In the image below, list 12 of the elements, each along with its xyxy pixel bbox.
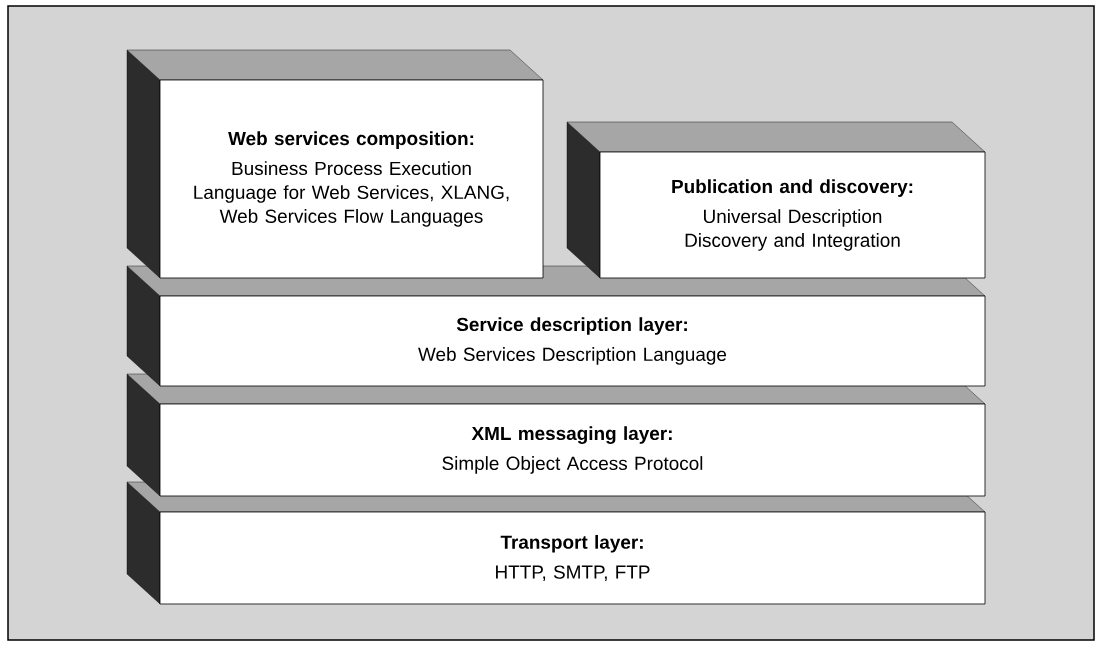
layer-description: Universal Description Discovery and Integration	[685, 209, 900, 251]
layer-description: Business Process Execution Language for Web Services, XLANG, Web Services Flow Languages	[194, 161, 509, 227]
layer-heading: Service description layer:	[456, 317, 687, 335]
layer-block	[126, 49, 544, 279]
layer-block	[566, 121, 986, 279]
layer-description: HTTP, SMTP, FTP	[496, 565, 650, 581]
layer-heading: XML messaging layer:	[471, 426, 672, 444]
layer-heading: Web services composition:	[228, 131, 474, 149]
layer-description: Web Services Description Language	[418, 347, 727, 365]
layer-heading: Transport layer:	[500, 534, 643, 553]
layer-description: Simple Object Access Protocol	[442, 456, 703, 474]
layer-heading: Publication and discovery:	[672, 179, 913, 197]
